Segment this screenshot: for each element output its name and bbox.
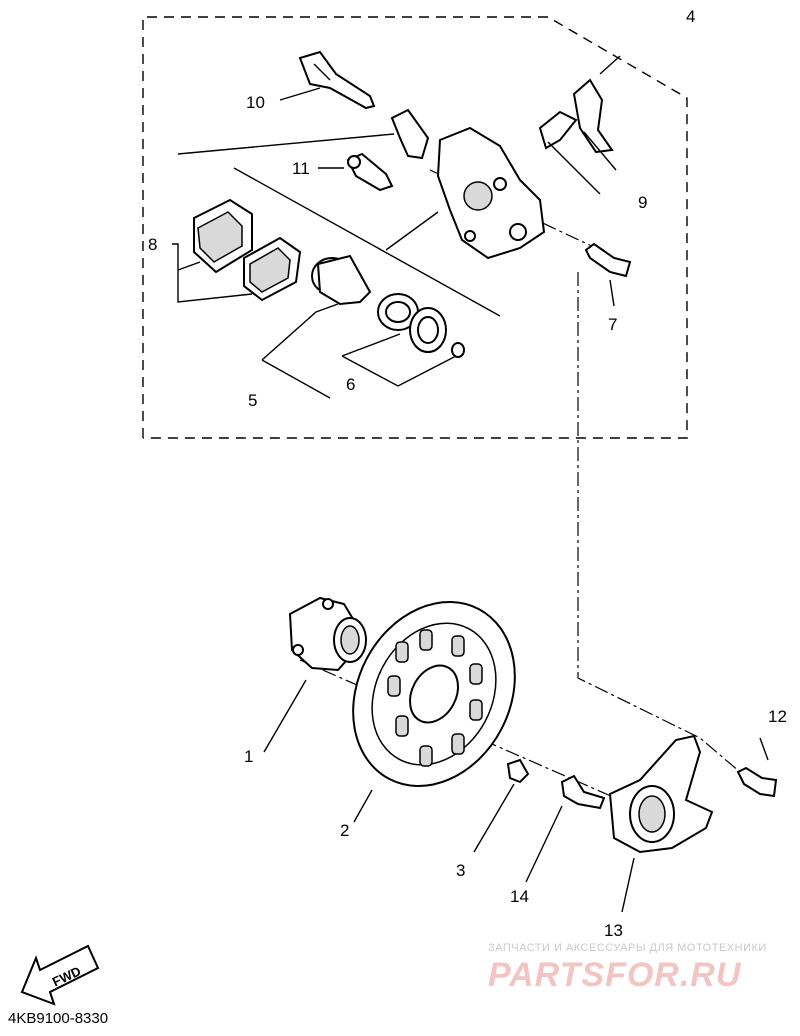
callout-10: 10	[246, 93, 265, 112]
caliper-bolt-part	[584, 242, 632, 278]
pin-bolt-part	[298, 50, 376, 110]
callout-1: 1	[244, 747, 253, 766]
brake-pads-part	[193, 198, 302, 302]
callout-11: 11	[292, 159, 310, 178]
hose-fitting-part	[538, 78, 614, 154]
callout-14: 14	[510, 887, 529, 906]
watermark-caption: ЗАПЧАСТИ И АКСЕССУАРЫ ДЛЯ МОТОТЕХНИКИ	[488, 942, 767, 954]
callout-8: 8	[148, 235, 157, 254]
callout-13: 13	[604, 921, 623, 940]
piston-seals-part	[377, 293, 465, 358]
bleed-screw-part	[346, 152, 394, 192]
pad-pin-clip	[390, 108, 430, 160]
callout-6: 6	[346, 375, 355, 394]
callout-5: 5	[248, 391, 257, 410]
callout-7: 7	[608, 315, 617, 334]
assembly-centerline	[577, 272, 741, 773]
callout-3: 3	[456, 861, 465, 880]
callout-12: 12	[768, 707, 787, 726]
caliper-bracket-part	[608, 734, 714, 854]
watermark-logo: PARTSFOR.RU	[488, 956, 742, 994]
fwd-arrow: FWD	[20, 944, 100, 1006]
diagram-code: 4KB9100-8330	[8, 1010, 109, 1027]
piston-part	[311, 254, 372, 306]
callout-2: 2	[340, 821, 349, 840]
hub-part	[288, 596, 367, 672]
caliper-body	[436, 126, 546, 260]
bracket-bolt-part	[560, 774, 606, 810]
leader-lines	[172, 55, 769, 913]
callout-9: 9	[638, 193, 647, 212]
disc-axis-line	[299, 659, 621, 801]
bracket-mount-bolt-part	[736, 766, 778, 798]
disc-screw-part	[506, 758, 530, 784]
callout-4: 4	[686, 7, 695, 26]
brake-disc-part	[352, 601, 516, 787]
